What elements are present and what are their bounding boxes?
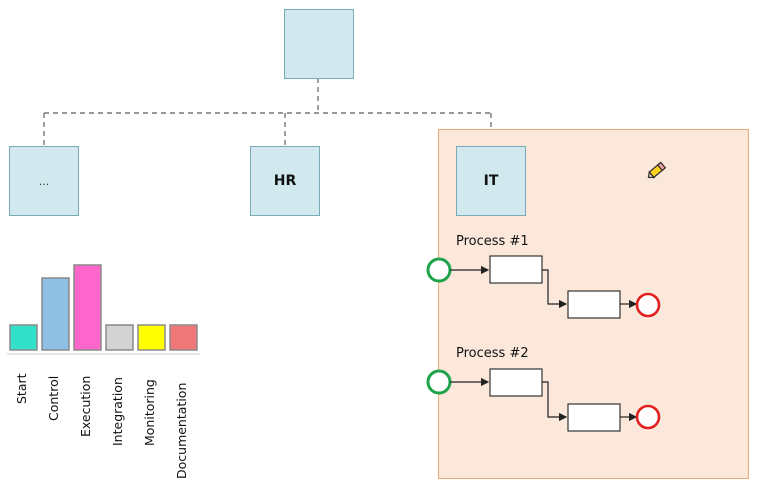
org-unit-other-box[interactable]: ... [9, 146, 79, 216]
legend-label-control: Control [46, 375, 61, 421]
legend-label-documentation: Documentation [174, 382, 189, 479]
process-1-flow [426, 255, 661, 319]
org-root-box[interactable] [284, 9, 354, 79]
legend-label-execution: Execution [78, 375, 93, 437]
process-1-end-event[interactable] [635, 292, 661, 318]
legend-label-start: Start [14, 373, 29, 404]
legend-bar-execution[interactable] [73, 264, 102, 351]
process-2-flow [426, 368, 661, 432]
process-1-task-1[interactable] [489, 255, 543, 284]
legend-bar-documentation[interactable] [169, 324, 198, 351]
org-unit-it-box[interactable]: IT [456, 146, 526, 216]
process-1-title: Process #1 [456, 234, 529, 249]
legend-label-monitoring: Monitoring [142, 379, 157, 446]
legend-bar-control[interactable] [41, 277, 70, 351]
process-2-title: Process #2 [456, 346, 529, 361]
legend-bar-integration[interactable] [105, 324, 134, 351]
org-unit-hr-box[interactable]: HR [250, 146, 320, 216]
legend-bar-monitoring[interactable] [137, 324, 166, 351]
pencil-icon[interactable] [646, 158, 670, 182]
legend-bar-start[interactable] [9, 324, 38, 351]
legend-label-integration: Integration [110, 377, 125, 446]
process-2-end-event[interactable] [635, 404, 661, 430]
process-2-task-1[interactable] [489, 368, 543, 397]
